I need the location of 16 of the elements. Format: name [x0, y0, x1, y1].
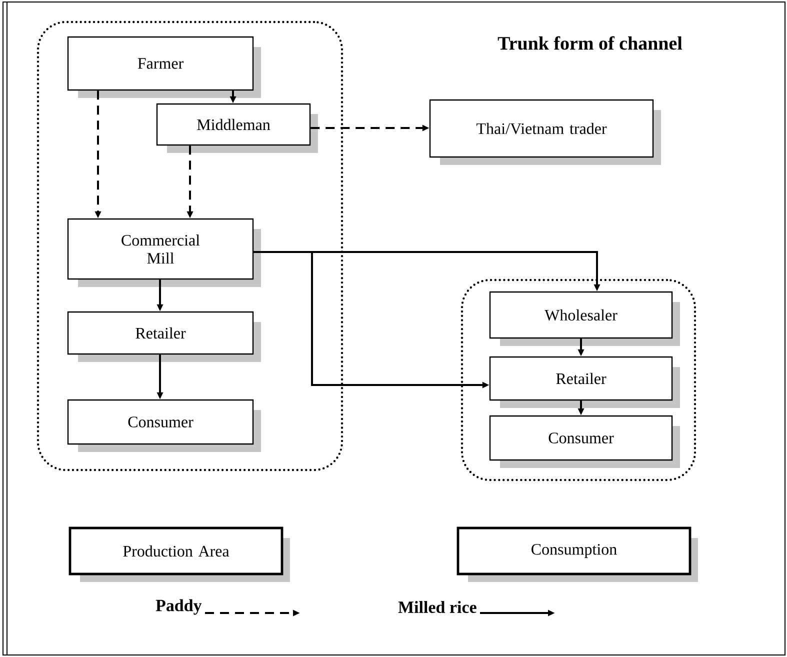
area-box: Production Area [68, 526, 290, 582]
process-box: Retailer [489, 356, 680, 408]
process-box: Thai/Vietnam trader [429, 99, 661, 165]
process-box: Wholesaler [489, 291, 680, 346]
process-box: Farmer [67, 36, 261, 98]
process-box: Middleman [156, 103, 318, 153]
process-box: Consumer [489, 415, 680, 468]
title: Trunk form of channel [498, 36, 682, 50]
process-box: Commercial Mill [67, 218, 261, 287]
dotted-region [36, 20, 344, 472]
legend-label: Paddy [156, 599, 202, 615]
area-box: Consumption [456, 526, 698, 582]
process-box: Consumer [67, 399, 261, 452]
legend-label: Milled rice [398, 601, 476, 613]
dotted-region [460, 278, 696, 482]
process-box: Retailer [67, 311, 261, 362]
